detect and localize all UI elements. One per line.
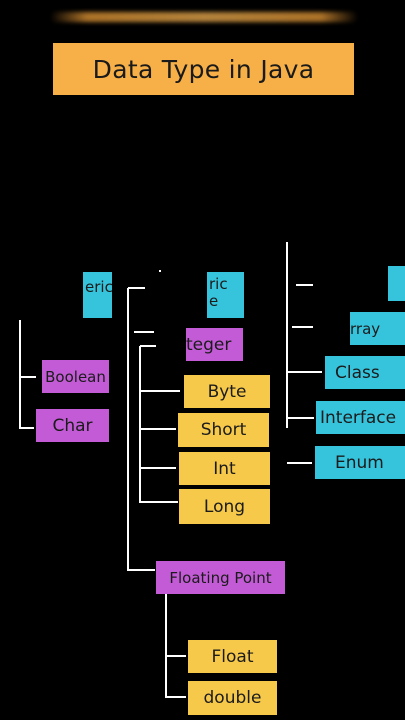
node-integer: teger <box>186 328 243 361</box>
node-double: double <box>188 681 277 715</box>
node-top-right <box>388 266 405 301</box>
node-int: Int <box>179 452 270 485</box>
connector-integer-trunk <box>139 346 178 503</box>
node-boolean: Boolean <box>42 360 109 393</box>
node-floating-point: Floating Point <box>156 561 285 594</box>
diagram-title: Data Type in Java <box>53 43 354 95</box>
node-interface: Interface <box>316 401 405 434</box>
connector-float-trunk <box>165 594 186 698</box>
node-numeric-left: eric <box>83 272 112 318</box>
top-glow-bar <box>50 12 358 22</box>
node-float: Float <box>188 640 277 673</box>
node-enum: Enum <box>315 446 405 479</box>
node-numeric-mid: ric e <box>207 272 244 318</box>
node-numeric-mid-line2: e <box>209 292 219 310</box>
node-short: Short <box>178 413 269 447</box>
node-numeric-mid-line1: ric <box>209 275 228 293</box>
connector-left-trunk <box>19 320 34 429</box>
node-char: Char <box>36 409 109 442</box>
node-long: Long <box>179 489 270 524</box>
node-byte: Byte <box>184 375 270 408</box>
connector-numeric-trunk <box>127 288 155 571</box>
node-array: rray <box>350 312 405 345</box>
node-class: Class <box>325 356 405 389</box>
